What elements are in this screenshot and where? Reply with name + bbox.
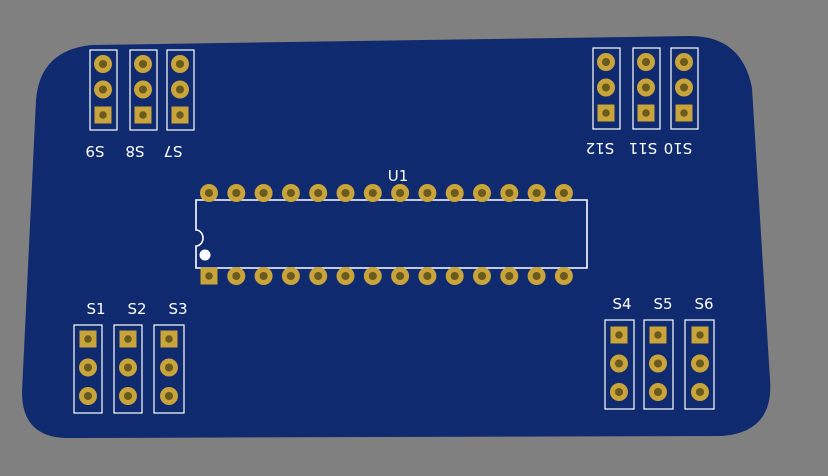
- header-s12: S12: [586, 47, 621, 157]
- header-pin-hole: [653, 387, 663, 397]
- header-s12-label: S12: [586, 139, 615, 157]
- header-s10: S10: [664, 47, 699, 157]
- header-s4: S4: [604, 295, 635, 410]
- header-s3-label: S3: [168, 300, 187, 318]
- header-pin-square-hole: [84, 335, 92, 343]
- header-pin-square-hole: [654, 331, 662, 339]
- header-pin-hole: [601, 83, 611, 92]
- header-pin-square-hole: [165, 335, 173, 343]
- header-pin-square-hole: [642, 109, 650, 117]
- header-s9-label: S9: [85, 142, 104, 160]
- u1-pin-bottom-hole: [559, 271, 568, 281]
- header-pin-hole: [695, 359, 705, 368]
- u1-pin-bottom-hole: [396, 271, 405, 281]
- header-pin-hole: [123, 391, 133, 401]
- header-pin-hole: [175, 85, 185, 94]
- u1-pin-bottom-hole: [368, 271, 377, 281]
- header-pin-square-hole: [176, 111, 184, 119]
- u1-pin-top-hole: [286, 188, 295, 198]
- u1-pin-top-hole: [396, 188, 405, 198]
- header-pin-hole: [601, 57, 611, 67]
- header-pin-hole: [164, 363, 174, 372]
- u1-pin-top-hole: [532, 188, 541, 198]
- u1-pin-bottom-hole: [232, 271, 241, 281]
- pcb-board: [22, 36, 771, 438]
- header-s7-label: S7: [163, 142, 182, 160]
- header-pin-hole: [641, 83, 651, 92]
- header-s5: S5: [643, 295, 674, 410]
- u1-pin-top-hole: [559, 188, 568, 198]
- header-pin-square-hole: [615, 331, 623, 339]
- header-s7: S7: [163, 49, 195, 160]
- header-pin-hole: [679, 83, 689, 92]
- header-s6-label: S6: [694, 295, 713, 313]
- header-pin-square-hole: [680, 109, 688, 117]
- u1-pin-bottom-hole: [259, 271, 268, 281]
- header-s4-label: S4: [612, 295, 631, 313]
- header-pin-square-hole: [124, 335, 132, 343]
- u1-pin-bottom-hole: [477, 271, 487, 281]
- header-pin-hole: [138, 85, 148, 94]
- u1-pin-top-hole: [505, 188, 514, 198]
- header-pin-hole: [123, 363, 133, 372]
- header-pin-hole: [164, 391, 174, 401]
- u1-pin-bottom-hole: [286, 271, 295, 281]
- u1-pin-top-hole: [368, 188, 377, 198]
- header-pin-square-hole: [602, 109, 610, 117]
- header-s1: S1: [73, 300, 106, 414]
- u1-pin-top-hole: [204, 188, 214, 198]
- header-pin-hole: [614, 387, 624, 397]
- u1-pin-top-hole: [341, 188, 350, 198]
- header-pin-hole: [83, 363, 93, 372]
- header-s11-label: S11: [629, 139, 658, 157]
- u1-pin-bottom-hole: [532, 271, 541, 281]
- u1-pin-bottom-hole: [341, 271, 350, 281]
- u1-pin-top-hole: [232, 188, 241, 198]
- header-s10-label: S10: [664, 139, 693, 157]
- header-pin-hole: [138, 59, 148, 69]
- u1-pin-top-hole: [314, 188, 323, 198]
- header-pin-hole: [695, 387, 705, 397]
- header-pin-hole: [98, 85, 108, 94]
- header-pin-hole: [98, 59, 108, 69]
- u1-pin1-marker: [199, 249, 211, 261]
- header-pin-square-hole: [99, 111, 107, 119]
- header-pin-hole: [653, 359, 663, 368]
- header-s5-label: S5: [653, 295, 672, 313]
- header-pin-square-hole: [696, 331, 704, 339]
- header-s11: S11: [629, 47, 661, 157]
- header-s3: S3: [153, 300, 188, 414]
- u1-pin-top-hole: [477, 188, 487, 198]
- header-pin-hole: [641, 57, 651, 67]
- u1-pin-top-hole: [423, 188, 432, 198]
- u1-pin-square-hole: [205, 272, 213, 280]
- u1-pin-bottom-hole: [450, 271, 459, 281]
- header-s9: S9: [85, 49, 118, 160]
- u1-outline: [195, 199, 588, 269]
- header-s2: S2: [113, 300, 147, 414]
- header-s2-label: S2: [127, 300, 146, 318]
- u1-ic-footprint: U1: [195, 167, 588, 285]
- u1-pin-bottom-hole: [314, 271, 323, 281]
- header-pin-hole: [175, 59, 185, 69]
- header-s1-label: S1: [86, 300, 105, 318]
- header-s8: S8: [125, 49, 158, 160]
- u1-pin-top-hole: [259, 188, 268, 198]
- header-pin-square-hole: [139, 111, 147, 119]
- header-s6: S6: [684, 295, 715, 410]
- header-pin-hole: [83, 391, 93, 401]
- u1-pin-bottom-hole: [505, 271, 514, 281]
- header-pin-hole: [614, 359, 624, 368]
- header-s8-label: S8: [125, 142, 144, 160]
- header-pin-hole: [679, 57, 689, 67]
- u1-pin-bottom-hole: [423, 271, 432, 281]
- u1-label: U1: [388, 167, 409, 185]
- u1-pin-top-hole: [450, 188, 459, 198]
